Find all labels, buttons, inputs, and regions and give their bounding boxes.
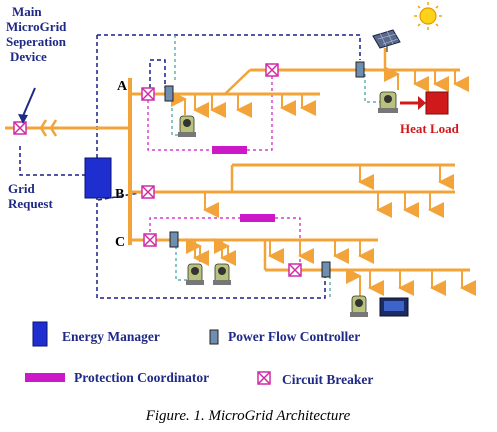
legend-pfc-swatch	[209, 329, 219, 345]
heat-load-box	[425, 91, 449, 115]
solar-panel-icon	[372, 29, 401, 52]
labels: Main MicroGrid Seperation Device Grid Re…	[6, 4, 67, 211]
microturbine-c2	[213, 263, 231, 285]
main-device-pointer	[18, 87, 36, 124]
sun-icon	[414, 2, 442, 30]
grid-request-label-2: Request	[8, 196, 53, 211]
main-device-label-1: Main	[12, 4, 42, 19]
power-flow-controller-a	[164, 85, 174, 102]
legend-protection-swatch	[25, 373, 65, 382]
circuit-breakers	[13, 63, 302, 277]
circuit-breaker-c2	[288, 263, 302, 277]
circuit-breaker-c	[143, 233, 157, 247]
microturbine-a	[178, 115, 196, 137]
feeder-a-label: A	[117, 79, 128, 94]
legend-energy-manager-label: Energy Manager	[62, 329, 160, 344]
microturbine-pv	[378, 91, 398, 113]
feeder-c-label: C	[115, 235, 125, 250]
legend: Energy Manager Power Flow Controller Pro…	[25, 321, 373, 387]
feeder-a	[130, 48, 469, 118]
power-flow-controller-c	[169, 231, 179, 248]
microturbine-c1	[186, 263, 204, 285]
legend-breaker-swatch	[257, 371, 271, 385]
legend-breaker-label: Circuit Breaker	[282, 372, 373, 387]
feeder-b	[130, 163, 455, 218]
legend-pfc-label: Power Flow Controller	[228, 329, 360, 344]
heat-load-label: Heat Load	[400, 121, 460, 136]
protection-dashed-lines	[147, 70, 301, 268]
energy-manager-box	[84, 157, 112, 199]
heat-link	[400, 96, 426, 110]
protection-coordinator-c	[240, 214, 275, 222]
figure-caption: Figure. 1. MicroGrid Architecture	[145, 408, 351, 424]
feeder-b-label: B	[115, 187, 124, 202]
power-flow-controller-pv	[355, 61, 365, 78]
microturbine-c3	[350, 295, 368, 317]
circuit-breaker-b	[141, 185, 155, 199]
control-dashed-lines	[19, 34, 361, 299]
main-device-label-4: Device	[10, 49, 47, 64]
circuit-breaker-main	[13, 121, 27, 135]
protection-coordinator-a	[212, 146, 247, 154]
microturbine-icon	[178, 91, 398, 317]
main-device-label-3: Seperation	[6, 34, 67, 49]
power-flow-controller-c2	[321, 261, 331, 278]
legend-energy-manager-swatch	[32, 321, 48, 347]
battery-icon	[379, 297, 409, 317]
main-device-label-2: MicroGrid	[6, 19, 67, 34]
circuit-breaker-a2	[265, 63, 279, 77]
circuit-breaker-a	[141, 87, 155, 101]
grid-request-label-1: Grid	[8, 181, 35, 196]
legend-protection-label: Protection Coordinator	[74, 370, 209, 385]
